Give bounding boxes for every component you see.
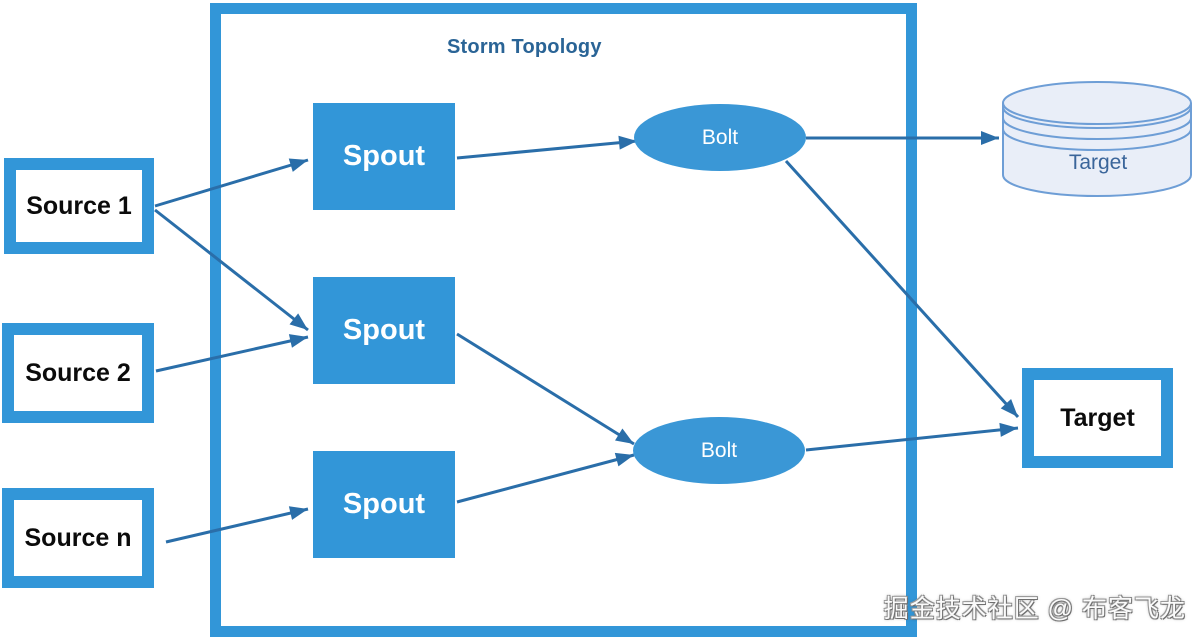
- edge-spout3-bolt2: [456, 452, 635, 504]
- spout-1-node: Spout: [313, 103, 455, 210]
- topology-container-box: [210, 3, 917, 637]
- spout-1-label: Spout: [342, 140, 426, 172]
- cylinder-stack-line-1: [1002, 106, 1192, 129]
- cylinder-stack-line-3: [1002, 128, 1192, 151]
- target-box-node: Target: [1022, 368, 1173, 468]
- source-n-label: Source n: [24, 523, 132, 552]
- target-database-label: Target: [1068, 151, 1128, 174]
- source-1-label: Source 1: [26, 191, 132, 220]
- source-2-label: Source 2: [25, 358, 131, 387]
- edge-spout2-bolt2: [456, 332, 635, 446]
- source-1-node: Source 1: [4, 158, 154, 254]
- target-database-cylinder: [1002, 81, 1192, 197]
- source-n-node: Source n: [2, 488, 154, 588]
- spout-3-label: Spout: [342, 488, 426, 520]
- edge-source1-spout1: [154, 158, 309, 208]
- bolt-2-node: Bolt: [633, 417, 805, 484]
- topology-title: Storm Topology: [447, 36, 602, 58]
- spout-3-node: Spout: [313, 451, 455, 558]
- source-2-node: Source 2: [2, 323, 154, 423]
- watermark-text: 掘金技术社区 @ 布客飞龙: [883, 595, 1186, 623]
- spout-2-label: Spout: [342, 314, 426, 346]
- edge-source1-spout2: [154, 208, 309, 332]
- bolt-2-label: Bolt: [700, 438, 738, 462]
- spout-2-node: Spout: [313, 277, 455, 384]
- edge-source2-spout2: [155, 334, 309, 373]
- cylinder-stack-line-2: [1002, 117, 1192, 140]
- edge-sourcen-spout3: [165, 506, 309, 544]
- edge-bolt1-target-box: [784, 159, 1020, 419]
- bolt-1-label: Bolt: [701, 125, 739, 149]
- bolt-1-node: Bolt: [634, 104, 806, 171]
- edge-bolt2-target-box: [805, 422, 1019, 452]
- target-box-label: Target: [1060, 403, 1135, 432]
- edge-spout1-bolt1: [456, 135, 638, 160]
- cylinder-top-ellipse: [1002, 81, 1192, 125]
